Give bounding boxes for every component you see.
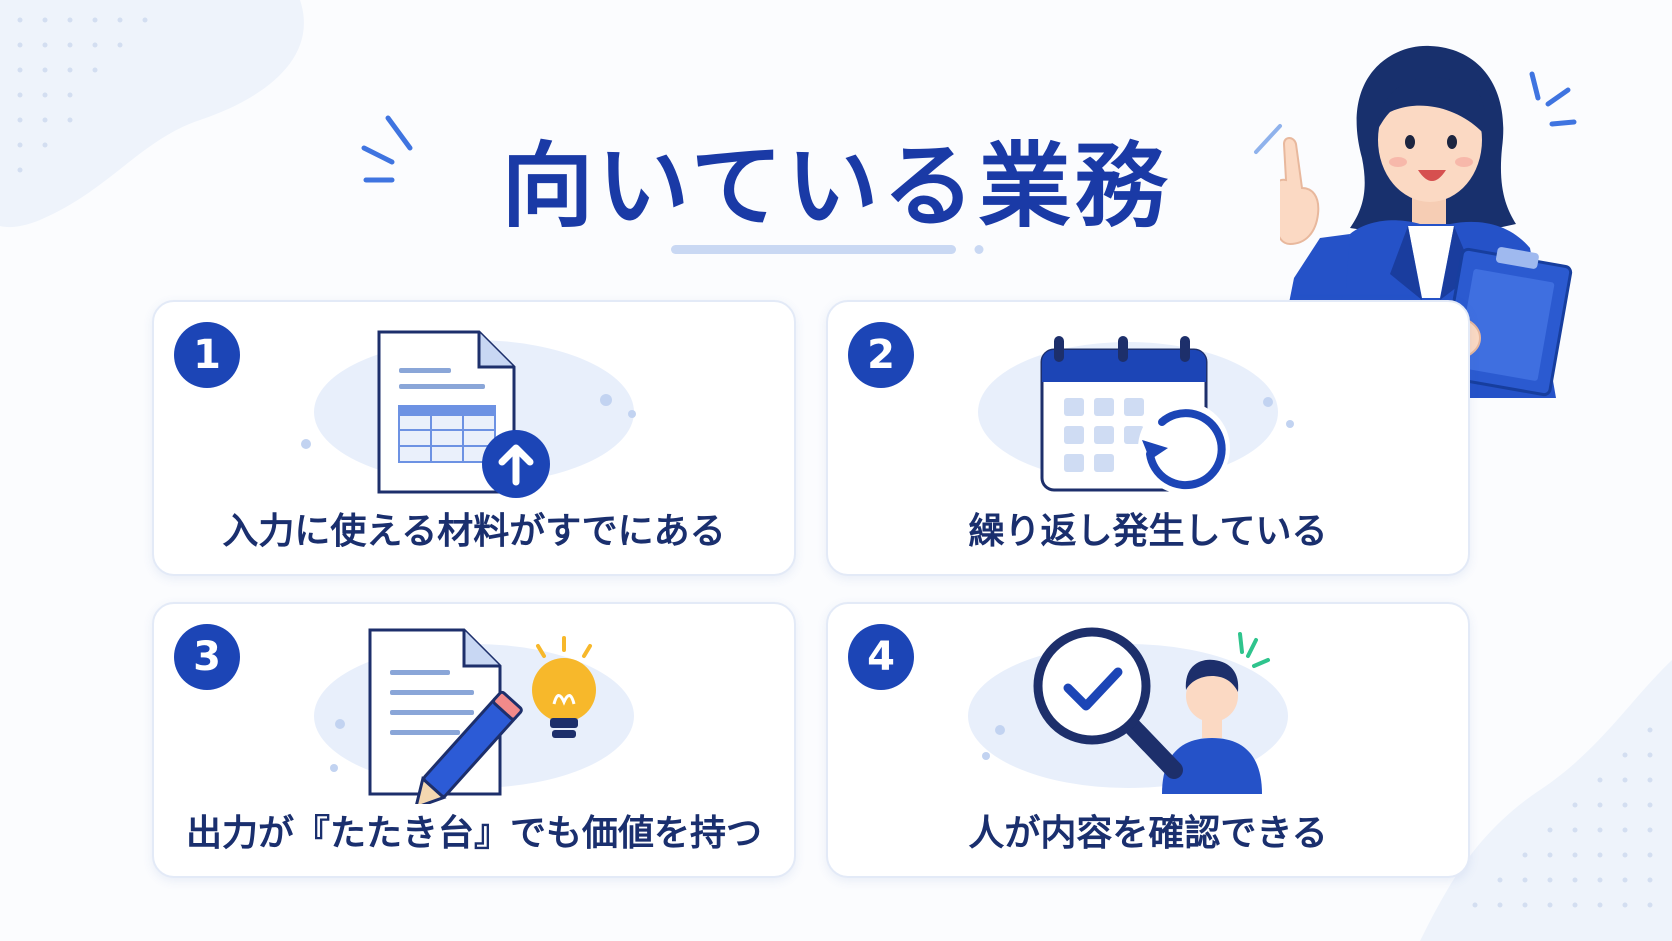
badge-4: 4 xyxy=(848,624,914,690)
card-4-label: 人が内容を確認できる xyxy=(968,813,1328,854)
badge-1: 1 xyxy=(174,322,240,388)
sparkle-left-icon xyxy=(361,115,413,183)
card-3: 3 出力が『たたき台』でも価値を持つ xyxy=(152,602,796,878)
page-title: 向いている業務 xyxy=(501,133,1171,240)
calendar-repeat-icon xyxy=(978,336,1294,494)
sparkle-right-icon xyxy=(1254,124,1282,154)
card-2-label: 繰り返し発生している xyxy=(968,511,1328,552)
card-3-label: 出力が『たたき台』でも価値を持つ xyxy=(185,813,762,854)
document-upload-icon xyxy=(301,330,636,498)
card-1-label: 入力に使える材料がすでにある xyxy=(222,511,726,552)
background-blob-bottom-right xyxy=(1420,660,1672,941)
title-underline xyxy=(671,245,984,254)
card-4: 4 人が内容を確認できる xyxy=(826,602,1470,878)
badge-2: 2 xyxy=(848,322,914,388)
card-1: 1 入力に使える材料がすでにある xyxy=(152,300,796,576)
card-2: 2 繰り返し発生している xyxy=(826,300,1470,576)
background-blob-top-left xyxy=(0,0,304,228)
badge-3: 3 xyxy=(174,624,240,690)
magnifier-check-person-icon xyxy=(968,627,1288,794)
document-pencil-lightbulb-icon xyxy=(314,628,634,804)
lightbulb-icon xyxy=(532,636,596,738)
